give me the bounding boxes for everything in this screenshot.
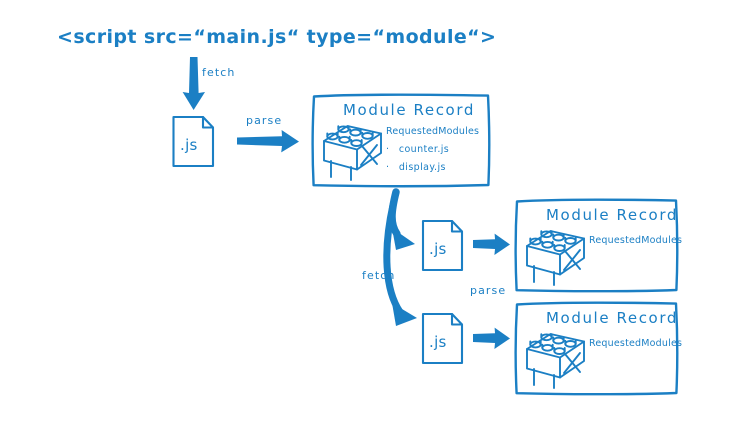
file-corner-fold-icon: [201, 115, 215, 129]
arrow-right-icon: [392, 303, 417, 326]
list-item-text: display.js: [399, 162, 446, 173]
js-file-icon: [421, 219, 464, 272]
record-title-counter: Module Record: [546, 206, 678, 224]
edge-label-fetch-children: fetch: [362, 269, 395, 282]
lego-brick-icon: [526, 230, 585, 286]
js-file-icon: [172, 115, 215, 168]
edge-label-parse-children: parse: [470, 284, 506, 297]
record-box-outline: [311, 93, 491, 188]
fetch-branch-arrows: [383, 188, 417, 326]
js-file-label: .js: [180, 136, 198, 154]
arrow-right-icon: [473, 327, 510, 349]
js-file-label: .js: [429, 240, 447, 258]
js-file-main: .js: [172, 115, 215, 168]
arrow-right-icon: [392, 228, 415, 250]
lego-brick-icon: [323, 125, 382, 181]
module-record-display: Module Record: [514, 301, 682, 396]
parse-arrow-main: [237, 130, 299, 153]
parse-arrow-display: [473, 327, 510, 349]
record-field-label-counter: RequestedModules: [589, 235, 682, 246]
record-title-main: Module Record: [343, 101, 475, 119]
arrow-right-icon: [237, 130, 299, 153]
record-title-display: Module Record: [546, 309, 678, 327]
file-corner-fold-icon: [450, 312, 464, 326]
list-bullet: ·: [386, 162, 389, 173]
js-file-icon: [421, 312, 464, 365]
record-box-outline: [514, 301, 679, 396]
list-item-text: counter.js: [399, 144, 449, 155]
record-box-outline: [514, 198, 679, 293]
record-field-label-main: RequestedModules: [386, 126, 479, 137]
module-record-counter: Module Record: [514, 198, 682, 293]
arrow-right-icon: [473, 233, 510, 255]
list-bullet: ·: [386, 144, 389, 155]
script-tag-text: <script src=“main.js“ type=“module“>: [57, 26, 496, 48]
js-file-label: .js: [429, 333, 447, 351]
lego-brick-icon: [526, 333, 585, 389]
fetch-arrow-main: [182, 57, 205, 110]
edge-label-parse-main: parse: [246, 114, 282, 127]
parse-arrow-counter: [473, 233, 510, 255]
list-item: · display.js: [386, 162, 446, 173]
requested-modules-list-main: · counter.js · display.js: [386, 144, 449, 173]
list-item: · counter.js: [386, 144, 449, 155]
record-field-label-display: RequestedModules: [589, 338, 682, 349]
file-corner-fold-icon: [450, 219, 464, 233]
arrow-down-icon: [182, 57, 205, 110]
edge-label-fetch-main: fetch: [202, 66, 235, 79]
js-file-counter: .js: [421, 219, 464, 272]
module-record-main: Module Record: [311, 93, 491, 188]
js-file-display: .js: [421, 312, 464, 365]
